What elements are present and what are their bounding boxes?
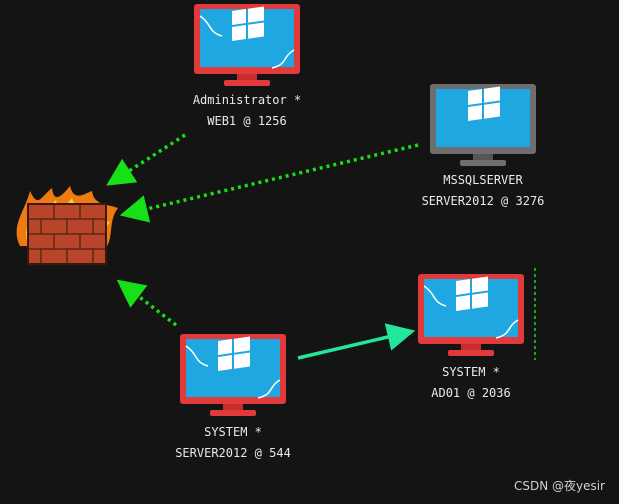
session-user: MSSQLSERVER: [443, 173, 523, 187]
firewall-icon: [16, 186, 119, 265]
firewall-node[interactable]: [10, 186, 120, 268]
monitor-icon-elevated: [194, 4, 300, 86]
session-host: WEB1 @ 1256: [207, 114, 287, 128]
pivot-link-server2012-544[interactable]: [116, 279, 178, 327]
pivot-link-web1[interactable]: [106, 133, 186, 186]
monitor-icon-elevated: [418, 274, 524, 356]
session-user: SYSTEM *: [442, 365, 500, 379]
watermark: CSDN @夜yesir: [513, 479, 605, 493]
session-node-ad01[interactable]: SYSTEM * AD01 @ 2036: [406, 272, 536, 400]
monitor-icon-elevated: [180, 334, 286, 416]
session-node-server2012-3276[interactable]: MSSQLSERVER SERVER2012 @ 3276: [418, 82, 548, 208]
session-host: SERVER2012 @ 544: [175, 446, 291, 460]
session-node-web1[interactable]: Administrator * WEB1 @ 1256: [182, 2, 312, 128]
pivot-link-server2012-3276[interactable]: [119, 143, 419, 223]
session-host: SERVER2012 @ 3276: [421, 194, 545, 208]
session-node-server2012-544[interactable]: SYSTEM * SERVER2012 @ 544: [168, 332, 298, 460]
session-user: Administrator *: [192, 93, 302, 107]
session-host: AD01 @ 2036: [431, 386, 511, 400]
session-link-ad01[interactable]: [297, 323, 416, 360]
monitor-icon-normal: [430, 84, 536, 166]
session-user: SYSTEM *: [204, 425, 262, 439]
